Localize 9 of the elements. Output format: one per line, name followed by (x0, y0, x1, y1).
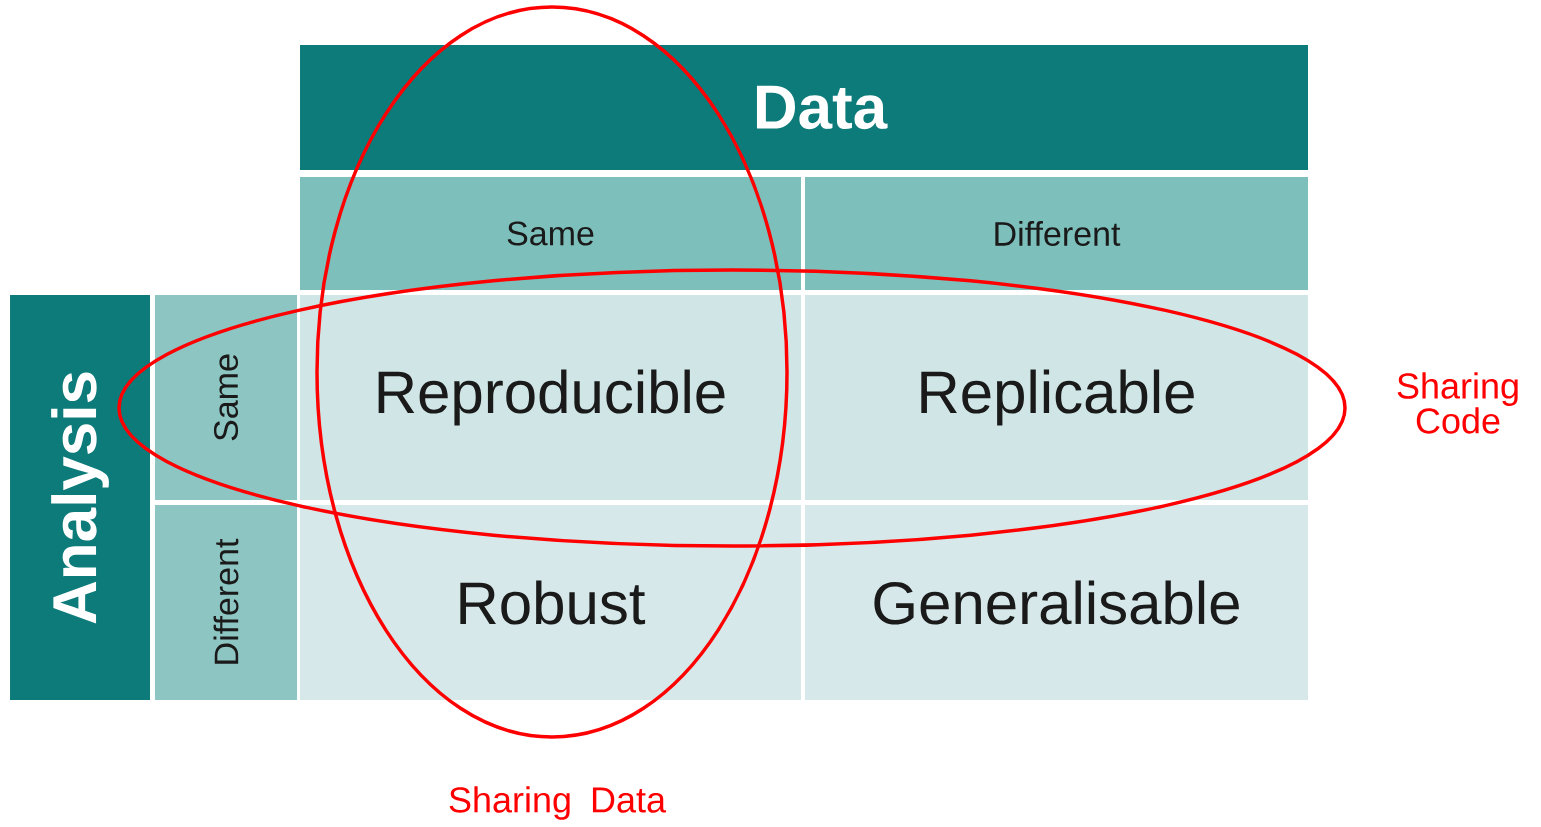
ellipse-label: Sharing Data (449, 786, 667, 820)
table-cell: Robust (300, 505, 801, 700)
header-cell: Different (805, 177, 1308, 290)
header-cell: Different (155, 505, 297, 700)
header-band: Analysis (10, 295, 150, 700)
table-cell: Generalisable (805, 505, 1308, 700)
header-cell: Same (300, 177, 801, 290)
ellipse-label: Sharing Code (1397, 372, 1518, 434)
header-band: Data (300, 45, 1308, 170)
